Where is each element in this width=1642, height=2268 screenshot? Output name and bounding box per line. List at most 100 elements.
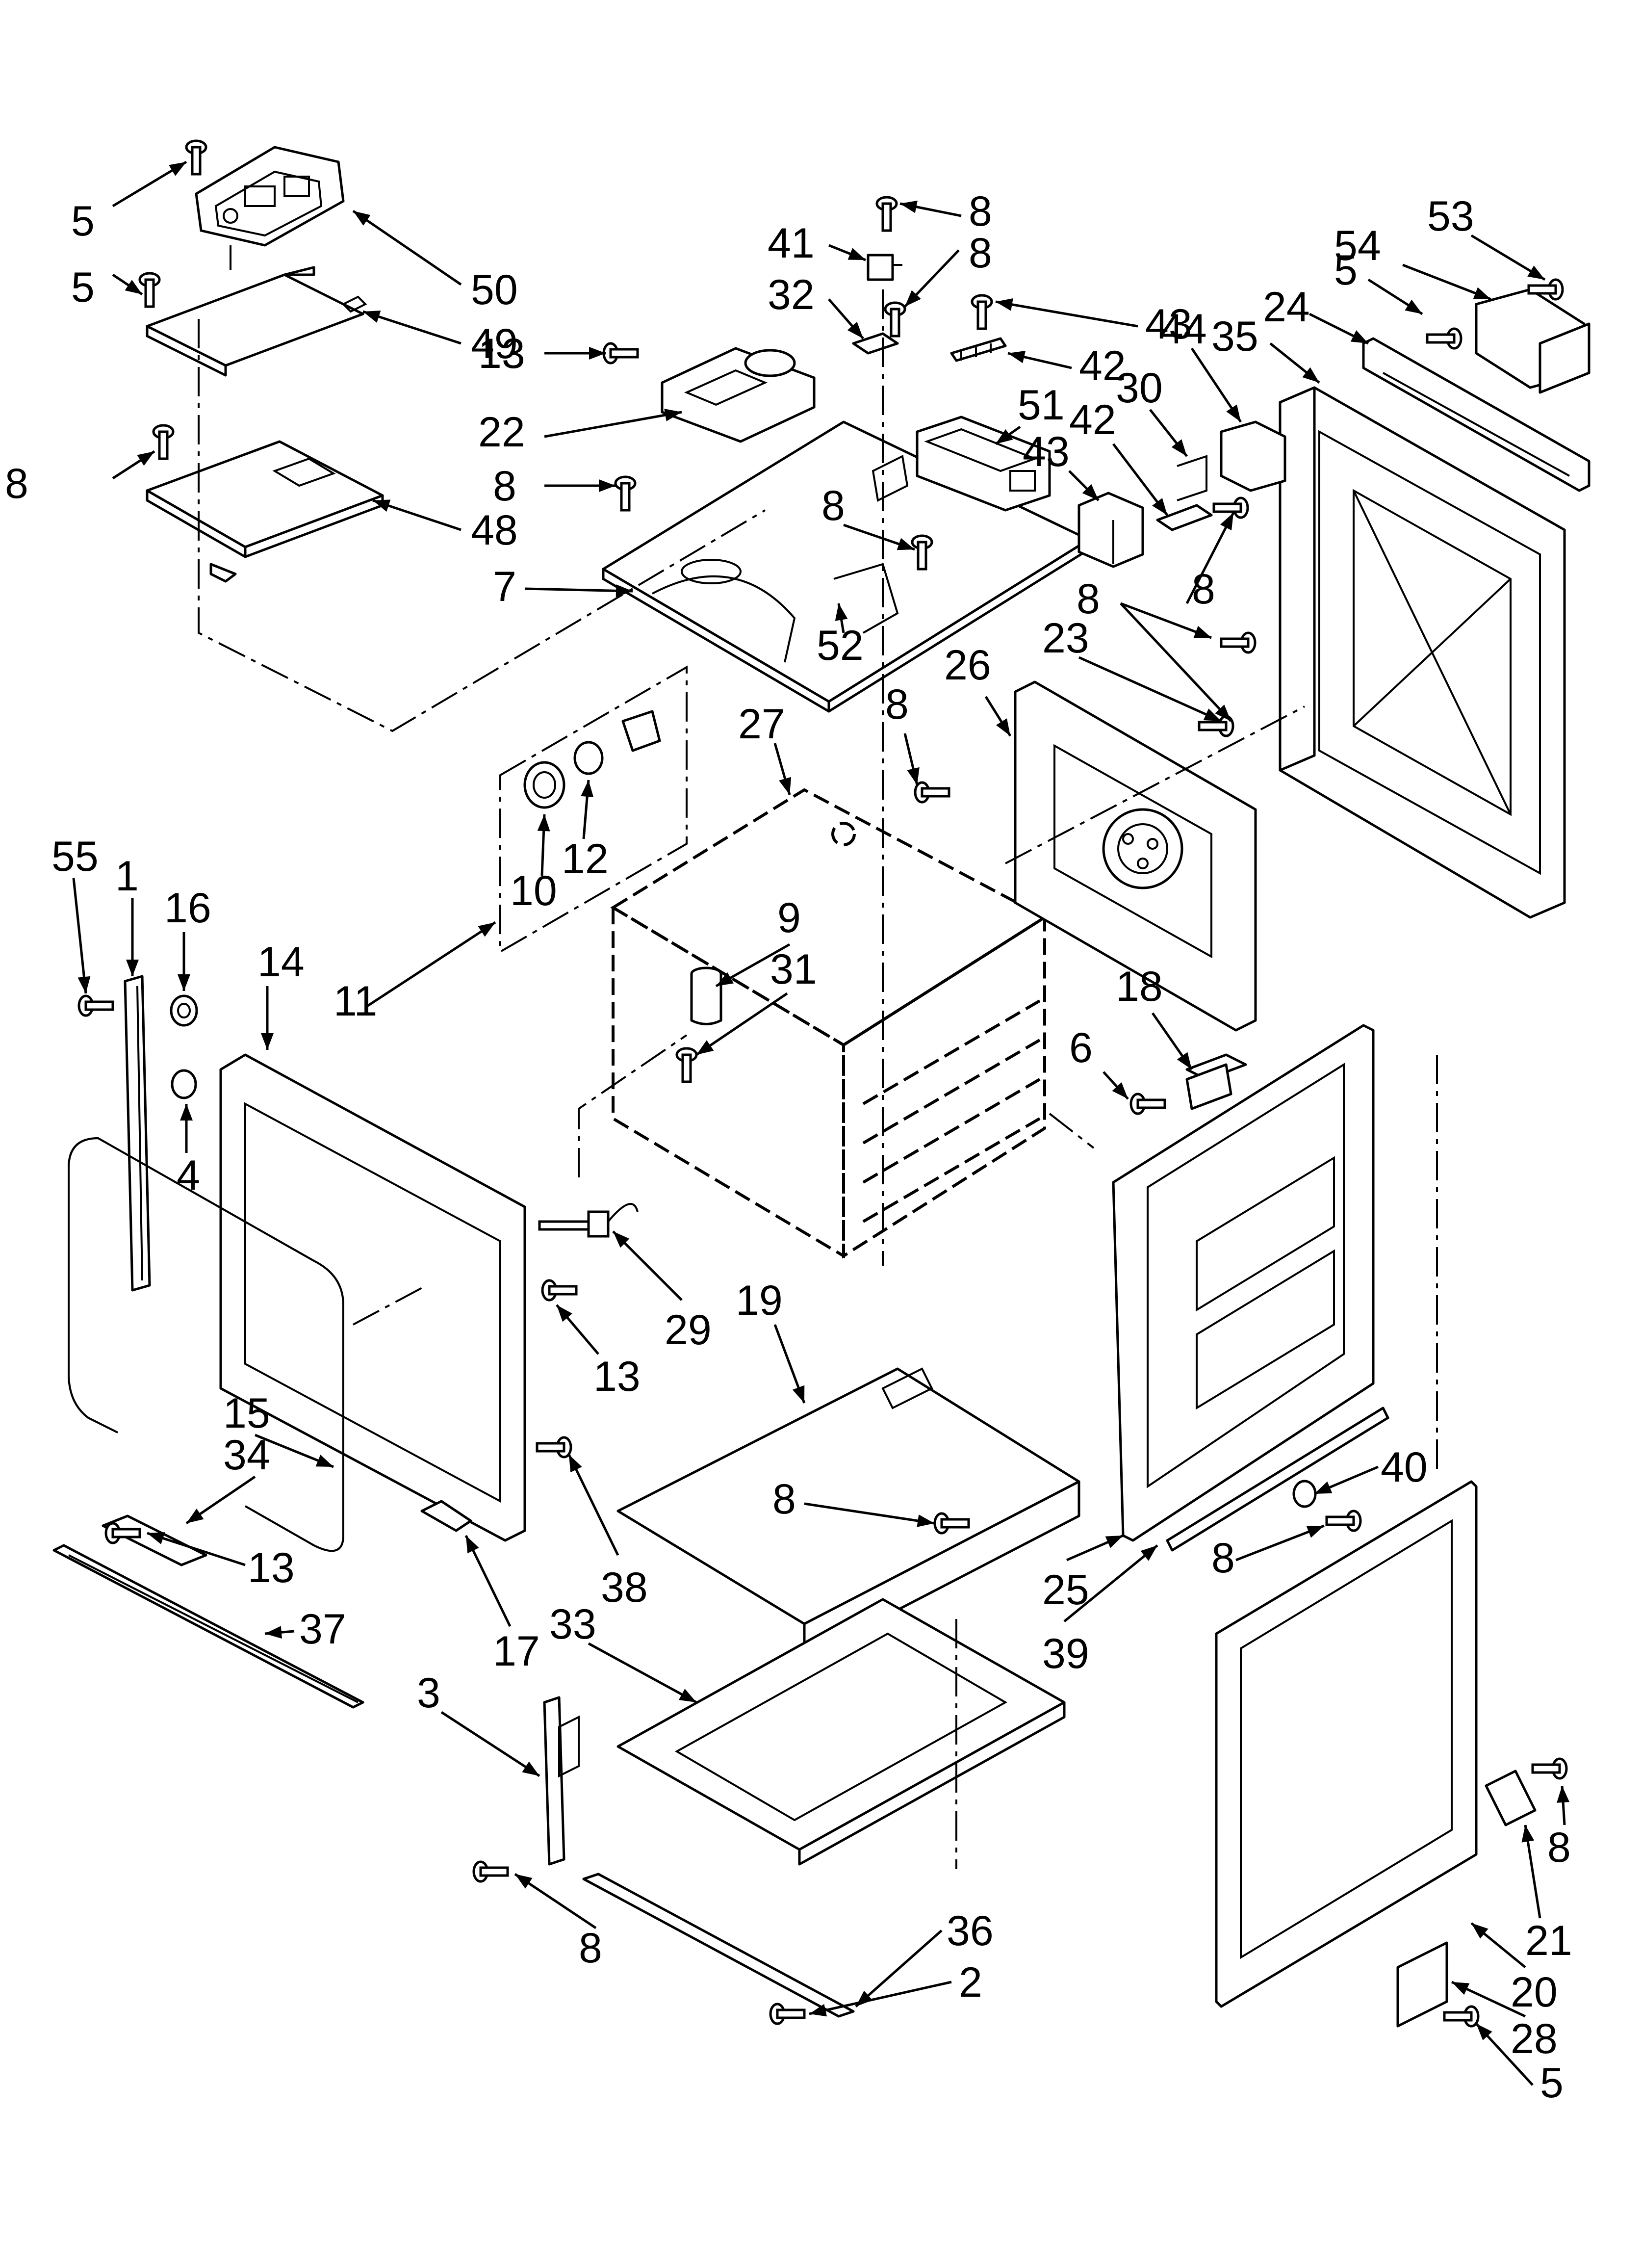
leader-33	[588, 1642, 697, 1704]
arrowhead-8h	[907, 767, 920, 785]
arrowhead-43b	[1082, 484, 1099, 500]
callout-5a: 5	[71, 198, 95, 245]
bracket-44	[1220, 420, 1286, 492]
leader-23	[1078, 656, 1222, 723]
arrowhead-32	[847, 321, 863, 339]
callout-5d: 5	[1540, 2059, 1564, 2107]
arrowhead-37	[265, 1626, 282, 1639]
arrowhead-8l	[1557, 1786, 1570, 1803]
arrowhead-5c	[1405, 299, 1422, 314]
callout-16: 16	[164, 885, 211, 932]
arrowhead-42a	[1008, 350, 1026, 364]
screw-13b	[541, 1279, 578, 1302]
arrowhead-6	[1112, 1082, 1128, 1099]
screw-31	[675, 1047, 698, 1083]
screw-13c	[104, 1522, 141, 1544]
leader-31	[695, 992, 788, 1056]
side-bracket-3	[543, 1696, 580, 1866]
bracket-17	[420, 1500, 472, 1532]
callout-29: 29	[665, 1306, 712, 1354]
arrowhead-21	[1521, 1825, 1535, 1843]
arrowhead-8c	[905, 290, 921, 307]
arrowhead-5a	[169, 162, 186, 176]
callout-35: 35	[1211, 313, 1258, 360]
callout-20: 20	[1511, 1969, 1558, 2016]
arrowhead-8g2	[1215, 704, 1231, 721]
relay-41	[867, 254, 902, 281]
callout-48: 48	[471, 507, 518, 554]
screw-8j	[1325, 1510, 1362, 1532]
grommet-16	[170, 994, 198, 1027]
screw-43a	[971, 294, 993, 330]
arrowhead-12	[581, 780, 594, 797]
callout-34: 34	[223, 1432, 270, 1479]
callout-24: 24	[1263, 284, 1310, 331]
arrowhead-43a	[996, 298, 1013, 311]
arrowhead-14	[261, 1033, 274, 1050]
callout-17: 17	[493, 1628, 540, 1675]
arrowhead-25	[1105, 1536, 1123, 1548]
callout-52: 52	[817, 622, 864, 669]
callout-40: 40	[1381, 1444, 1428, 1491]
arrowhead-49	[363, 311, 381, 323]
arrowhead-42b	[1152, 498, 1167, 515]
callout-8f: 8	[1192, 566, 1215, 613]
rear-heat-shield-26	[1014, 680, 1257, 1032]
arrowhead-10	[537, 814, 550, 832]
callout-13b: 13	[593, 1353, 641, 1400]
callout-37: 37	[299, 1606, 346, 1653]
callout-51: 51	[1018, 382, 1065, 429]
rear-bracket-24	[1362, 337, 1591, 492]
leader-11	[367, 921, 496, 1007]
clip-18	[1185, 1053, 1247, 1110]
knob-assembly-11	[499, 665, 688, 954]
fasteners	[77, 139, 1568, 2028]
bumper-4	[171, 1069, 197, 1099]
arrowhead-54	[1473, 287, 1491, 299]
light-socket-9	[690, 966, 722, 1025]
oven-bottom-19	[616, 1367, 1080, 1660]
arrowhead-51	[996, 429, 1013, 444]
arrowhead-24	[1350, 330, 1368, 343]
leader-8g2	[1120, 602, 1232, 722]
callout-43b: 43	[1023, 428, 1070, 475]
arrowhead-53	[1527, 265, 1545, 280]
leader-2	[809, 1981, 952, 2015]
callout-14: 14	[257, 938, 305, 986]
screw-38	[536, 1436, 572, 1459]
callout-26: 26	[944, 642, 991, 689]
callout-23: 23	[1042, 615, 1089, 662]
screw-8a	[152, 424, 175, 460]
callout-13c: 13	[248, 1544, 295, 1591]
arrowhead-30	[1171, 439, 1187, 456]
callout-1: 1	[115, 853, 139, 900]
arrowhead-20	[1471, 1923, 1488, 1939]
callout-4: 4	[177, 1152, 200, 1199]
callout-8h: 8	[885, 681, 909, 728]
arrowhead-4	[180, 1104, 193, 1121]
callout-22: 22	[478, 409, 525, 456]
screw-8e	[911, 534, 933, 571]
arrowhead-22	[664, 409, 682, 421]
callout-labels: 5 50 5 49 8 48 41 8 32 8 43 13 42 22 51 …	[5, 188, 1572, 2107]
screw-55	[77, 994, 114, 1017]
screw-5d	[1443, 2005, 1480, 2028]
leader-43a	[995, 300, 1138, 328]
arrowhead-26	[996, 718, 1010, 736]
callout-6: 6	[1069, 1024, 1093, 1071]
callout-44: 44	[1160, 306, 1207, 353]
callout-8j: 8	[1211, 1535, 1235, 1582]
arrowhead-8d	[599, 479, 616, 492]
callout-25: 25	[1042, 1566, 1089, 1614]
callout-54: 54	[1334, 222, 1381, 269]
assembly-guide-lines	[198, 245, 1438, 1869]
callout-11: 11	[334, 978, 377, 1025]
control-module-51	[916, 416, 1051, 512]
callout-55: 55	[51, 833, 99, 880]
arrowhead-31	[696, 1040, 714, 1055]
callout-2: 2	[959, 1959, 982, 2006]
callout-42a: 42	[1079, 342, 1126, 390]
screw-5c	[1426, 327, 1462, 350]
leader-3	[440, 1711, 540, 1777]
hinge-plate-21	[1485, 1770, 1537, 1826]
